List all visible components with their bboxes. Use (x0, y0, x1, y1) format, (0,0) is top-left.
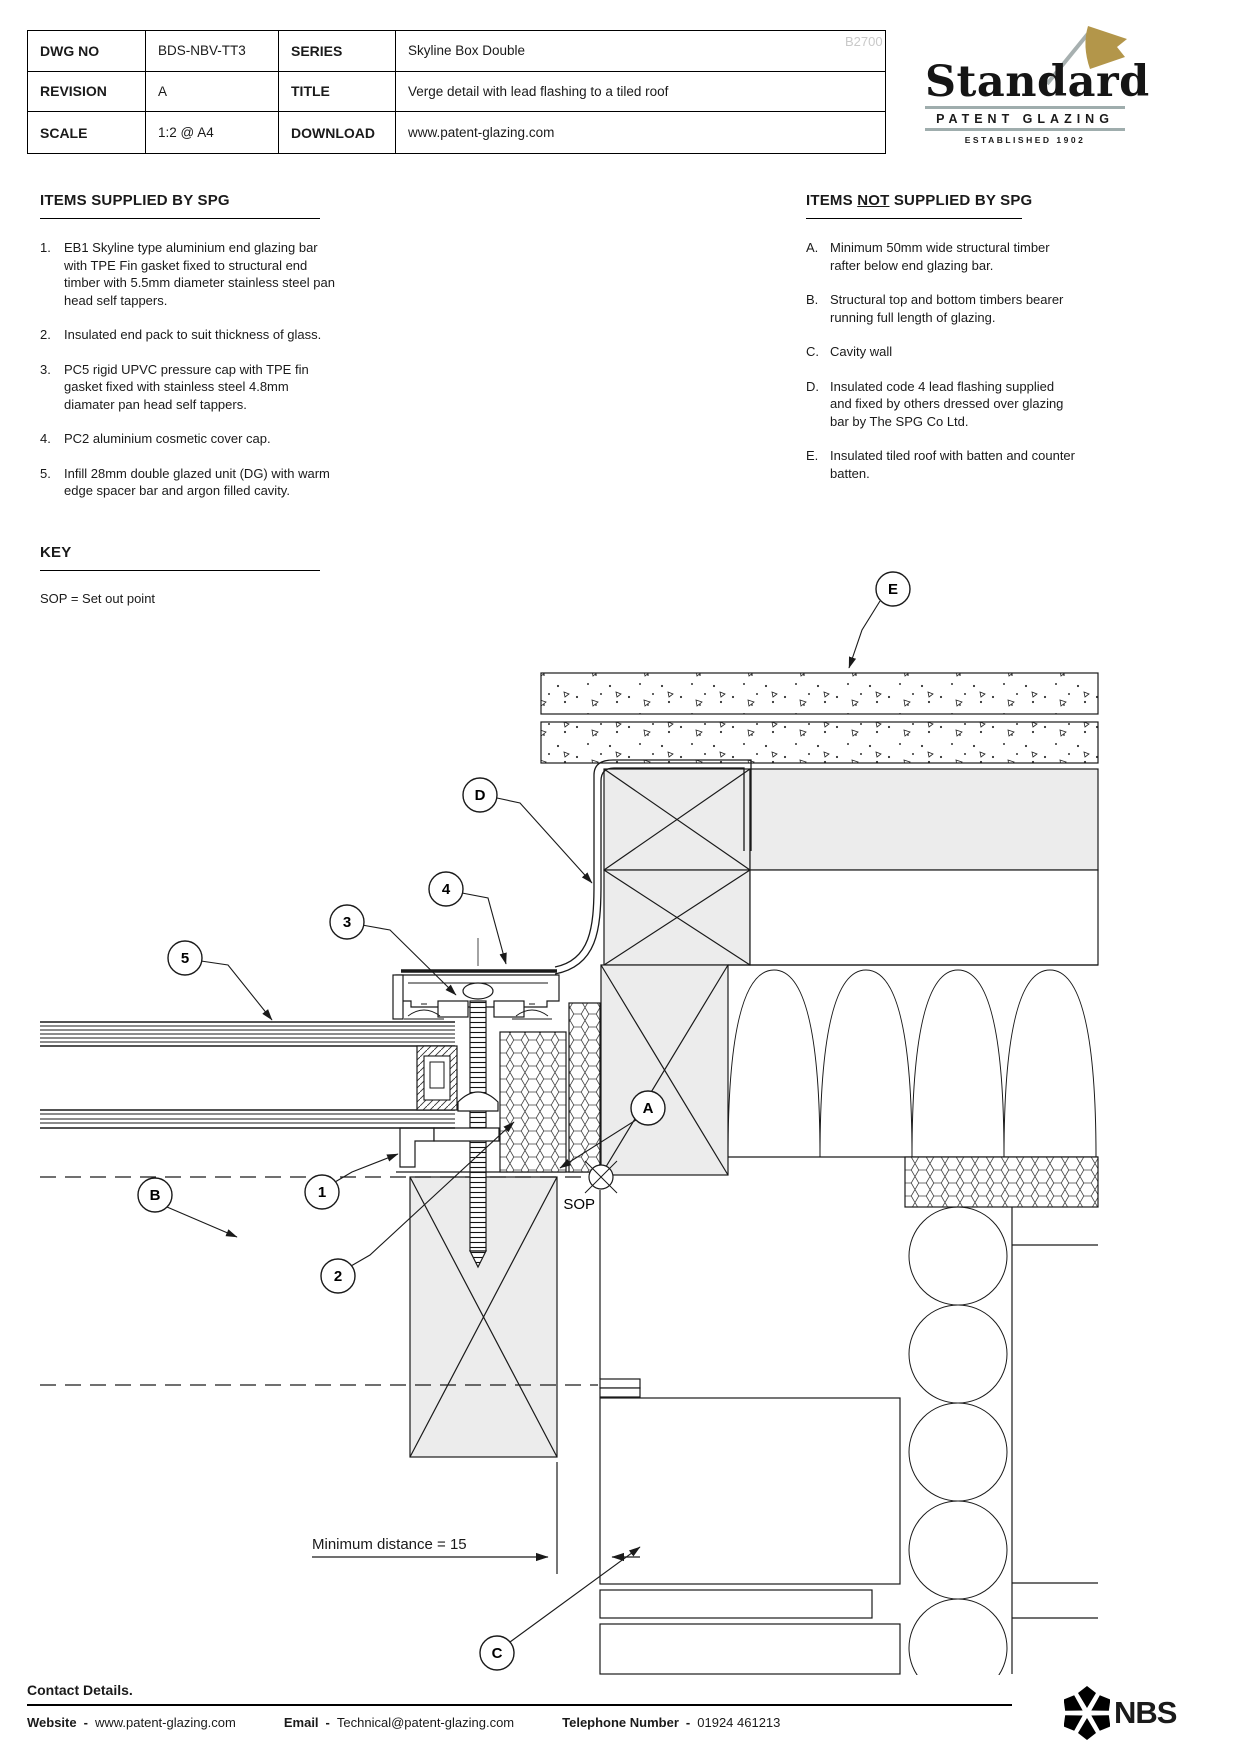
sop-label: SOP (563, 1196, 595, 1213)
sop-marker: SOP (563, 1160, 618, 1213)
nbs-flower-icon (1064, 1686, 1110, 1740)
website-label: Website (27, 1715, 77, 1730)
setout-dashed-lines (40, 1176, 598, 1386)
glazing-bar-assembly (392, 938, 600, 1269)
logo-divider-bottom (925, 128, 1125, 132)
cavity-insulation-chain (908, 1206, 1008, 1675)
callout-c: C (479, 1546, 641, 1671)
top-timber-bearer (749, 768, 1099, 966)
list-item: 2. Insulated end pack to suit thickness … (40, 327, 322, 342)
list-item: 5. Infill 28mm double glazed unit (DG) w… (40, 465, 330, 499)
svg-text:3: 3 (343, 914, 351, 931)
minimum-distance-dimension: Minimum distance = 15 (312, 1462, 640, 1574)
svg-text:B: B (150, 1187, 161, 1204)
insulated-end-pack (499, 1031, 567, 1173)
series-label: SERIES (279, 31, 396, 72)
title-value: Verge detail with lead flashing to a til… (396, 72, 885, 113)
flag-icon (1045, 26, 1127, 86)
items-not-supplied-section: ITEMS NOT SUPPLIED BY SPG A. Minimum 50m… (806, 192, 1078, 499)
download-label: DOWNLOAD (279, 112, 396, 153)
title-block: DWG NO BDS-NBV-TT3 SERIES Skyline Box Do… (27, 30, 886, 154)
svg-text:5: 5 (181, 950, 189, 967)
double-glazed-unit (40, 1021, 458, 1129)
roof-insulation-batts (727, 964, 1098, 1158)
logo-wordmark: Standard (925, 57, 1150, 107)
items-supplied-heading: ITEMS SUPPLIED BY SPG (40, 192, 230, 209)
callout-b: B (137, 1177, 238, 1238)
sheet-watermark: B2700 (845, 34, 883, 49)
revision-value: A (146, 71, 279, 113)
inner-wall-leaf (599, 1190, 901, 1675)
phone-label: Telephone Number (562, 1715, 679, 1730)
list-item: 4. PC2 aluminium cosmetic cover cap. (40, 431, 271, 446)
list-item: C. Cavity wall (806, 344, 893, 359)
svg-text:1: 1 (318, 1184, 326, 1201)
key-sop-definition: SOP = Set out point (40, 591, 156, 606)
website-value: www.patent-glazing.com (94, 1715, 236, 1730)
tiled-roof (540, 672, 1099, 764)
contact-heading: Contact Details. (27, 1682, 133, 1698)
dwg-no-value: BDS-NBV-TT3 (146, 31, 279, 72)
callout-5: 5 (167, 940, 273, 1021)
company-logo: Standard PATENT GLAZING ESTABLISHED 1902 (925, 26, 1150, 146)
download-url: www.patent-glazing.com (408, 125, 555, 141)
list-item: E. Insulated tiled roof with batten and … (806, 448, 1075, 481)
callout-d: D (462, 777, 593, 884)
callouts: 1 2 3 4 5 A B (137, 571, 911, 1671)
insulation-strip (568, 1002, 601, 1173)
svg-text:2: 2 (334, 1268, 342, 1285)
outer-wall-leaf (1011, 1207, 1098, 1674)
title-label: TITLE (279, 71, 396, 113)
key-section: KEY SOP = Set out point (40, 544, 340, 606)
key-rule (40, 570, 320, 571)
list-item: 3. PC5 rigid UPVC pressure cap with TPE … (40, 361, 309, 412)
rigid-insulation-band (904, 1156, 1099, 1208)
contact-details: Contact Details. Website - www.patent-gl… (27, 1682, 1012, 1730)
revision-label: REVISION (28, 71, 146, 113)
series-value: Skyline Box Double (396, 31, 885, 72)
items-not-supplied-heading: ITEMS NOT SUPPLIED BY SPG (806, 192, 1033, 209)
callout-2: 2 (320, 1121, 515, 1294)
callout-a: A (559, 1090, 666, 1169)
batten-timbers (603, 768, 751, 966)
scale-value: 1:2 @ A4 (146, 112, 279, 153)
logo-established: ESTABLISHED 1902 (964, 135, 1086, 146)
nbs-logo: NBS (1064, 1686, 1177, 1740)
callout-1: 1 (304, 1153, 399, 1210)
items-supplied-section: ITEMS SUPPLIED BY SPG 1. EB1 Skyline typ… (40, 192, 340, 517)
items-supplied-rule (40, 218, 320, 219)
email-label: Email (283, 1715, 319, 1730)
verge-detail-drawing: SOP Minimum distance = 15 1 2 3 4 (40, 571, 1099, 1675)
key-heading: KEY (40, 544, 72, 561)
list-item: 1. EB1 Skyline type aluminium end glazin… (40, 240, 335, 308)
items-not-supplied-rule (806, 218, 1022, 219)
phone-value: 01924 461213 (697, 1715, 781, 1730)
callout-4: 4 (428, 871, 507, 965)
callout-3: 3 (329, 904, 457, 996)
callout-e: E (848, 571, 911, 669)
svg-text:E: E (888, 581, 898, 598)
logo-subtitle: PATENT GLAZING (936, 112, 1114, 127)
nbs-wordmark: NBS (1114, 1695, 1177, 1730)
scale-label: SCALE (28, 112, 146, 153)
svg-text:4: 4 (442, 881, 451, 898)
svg-text:D: D (475, 787, 486, 804)
list-item: A. Minimum 50mm wide structural timber r… (806, 240, 1050, 273)
lead-flashing (554, 759, 752, 975)
list-item: B. Structural top and bottom timbers bea… (806, 292, 1064, 325)
contact-rule (27, 1704, 1012, 1706)
list-item: D. Insulated code 4 lead flashing suppli… (806, 378, 1064, 429)
dimension-label: Minimum distance = 15 (312, 1536, 467, 1553)
timber-edge-region (600, 964, 729, 1176)
svg-text:A: A (643, 1100, 654, 1117)
svg-text:C: C (492, 1645, 503, 1662)
logo-divider-top (925, 106, 1125, 110)
email-value: Technical@patent-glazing.com (336, 1715, 515, 1730)
dwg-no-label: DWG NO (28, 31, 146, 72)
